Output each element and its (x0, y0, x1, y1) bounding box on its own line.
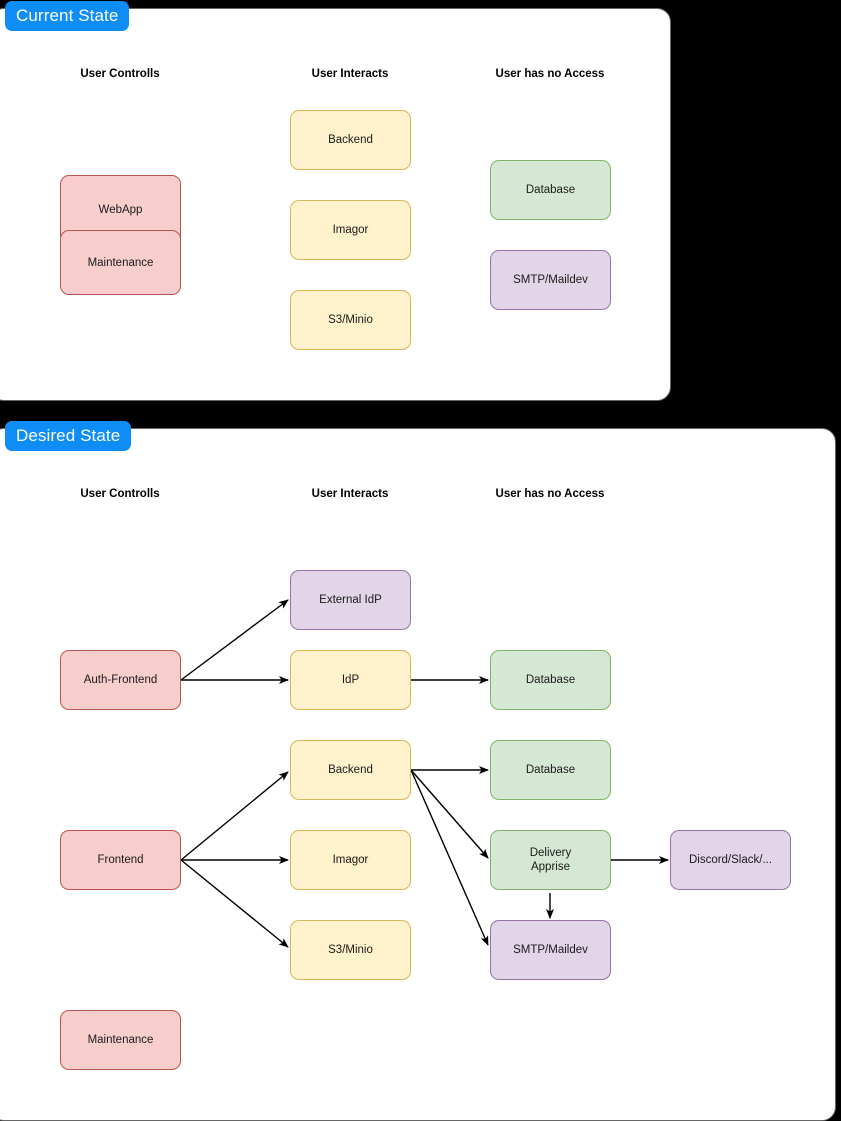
node-label: Backend (328, 134, 373, 146)
node-maintenance-desired[interactable]: Maintenance (60, 1010, 181, 1070)
node-backend-desired[interactable]: Backend (290, 740, 411, 800)
node-delivery-apprise[interactable]: Delivery Apprise (490, 830, 611, 890)
node-label: Database (525, 764, 576, 776)
node-discord-slack[interactable]: Discord/Slack/... (670, 830, 791, 890)
node-database-backend[interactable]: Database (490, 740, 611, 800)
node-label: Delivery Apprise (529, 847, 572, 873)
node-label: External IdP (319, 594, 382, 606)
node-label: Auth-Frontend (83, 674, 158, 686)
node-frontend[interactable]: Frontend (60, 830, 181, 890)
node-label: S3/Minio (328, 944, 373, 956)
panel-label-desired-state[interactable]: Desired State (5, 421, 132, 451)
column-header-user-controls-current: User Controlls (80, 68, 160, 80)
column-header-user-interacts-current: User Interacts (311, 68, 389, 80)
node-label: Backend (328, 764, 373, 776)
node-label: Frontend (97, 854, 144, 866)
node-smtp-maildev-desired[interactable]: SMTP/Maildev (490, 920, 611, 980)
column-header-user-interacts-desired: User Interacts (311, 488, 389, 500)
node-imagor-current[interactable]: Imagor (290, 200, 411, 260)
node-label: Imagor (332, 224, 369, 236)
node-maintenance-current[interactable]: Maintenance (60, 230, 181, 295)
node-label: Database (525, 184, 576, 196)
node-label: IdP (341, 674, 360, 686)
panel-label-current-state[interactable]: Current State (5, 1, 130, 31)
node-idp[interactable]: IdP (290, 650, 411, 710)
node-label: WebApp (98, 204, 143, 216)
node-smtp-maildev-current[interactable]: SMTP/Maildev (490, 250, 611, 310)
node-database-current[interactable]: Database (490, 160, 611, 220)
node-label: S3/Minio (328, 314, 373, 326)
node-backend-current[interactable]: Backend (290, 110, 411, 170)
node-label: Database (525, 674, 576, 686)
node-auth-frontend[interactable]: Auth-Frontend (60, 650, 181, 710)
node-label: Discord/Slack/... (688, 854, 773, 866)
node-imagor-desired[interactable]: Imagor (290, 830, 411, 890)
node-label: SMTP/Maildev (513, 274, 588, 286)
node-s3minio-desired[interactable]: S3/Minio (290, 920, 411, 980)
column-header-user-no-access-desired: User has no Access (495, 488, 605, 500)
node-s3minio-current[interactable]: S3/Minio (290, 290, 411, 350)
node-label: Maintenance (87, 256, 154, 269)
node-label: SMTP/Maildev (513, 944, 588, 956)
column-header-user-controls-desired: User Controlls (80, 488, 160, 500)
node-label: Maintenance (87, 1034, 154, 1046)
node-external-idp[interactable]: External IdP (290, 570, 411, 630)
node-database-idp[interactable]: Database (490, 650, 611, 710)
column-header-user-no-access-current: User has no Access (495, 68, 605, 80)
node-label: Imagor (332, 854, 369, 866)
